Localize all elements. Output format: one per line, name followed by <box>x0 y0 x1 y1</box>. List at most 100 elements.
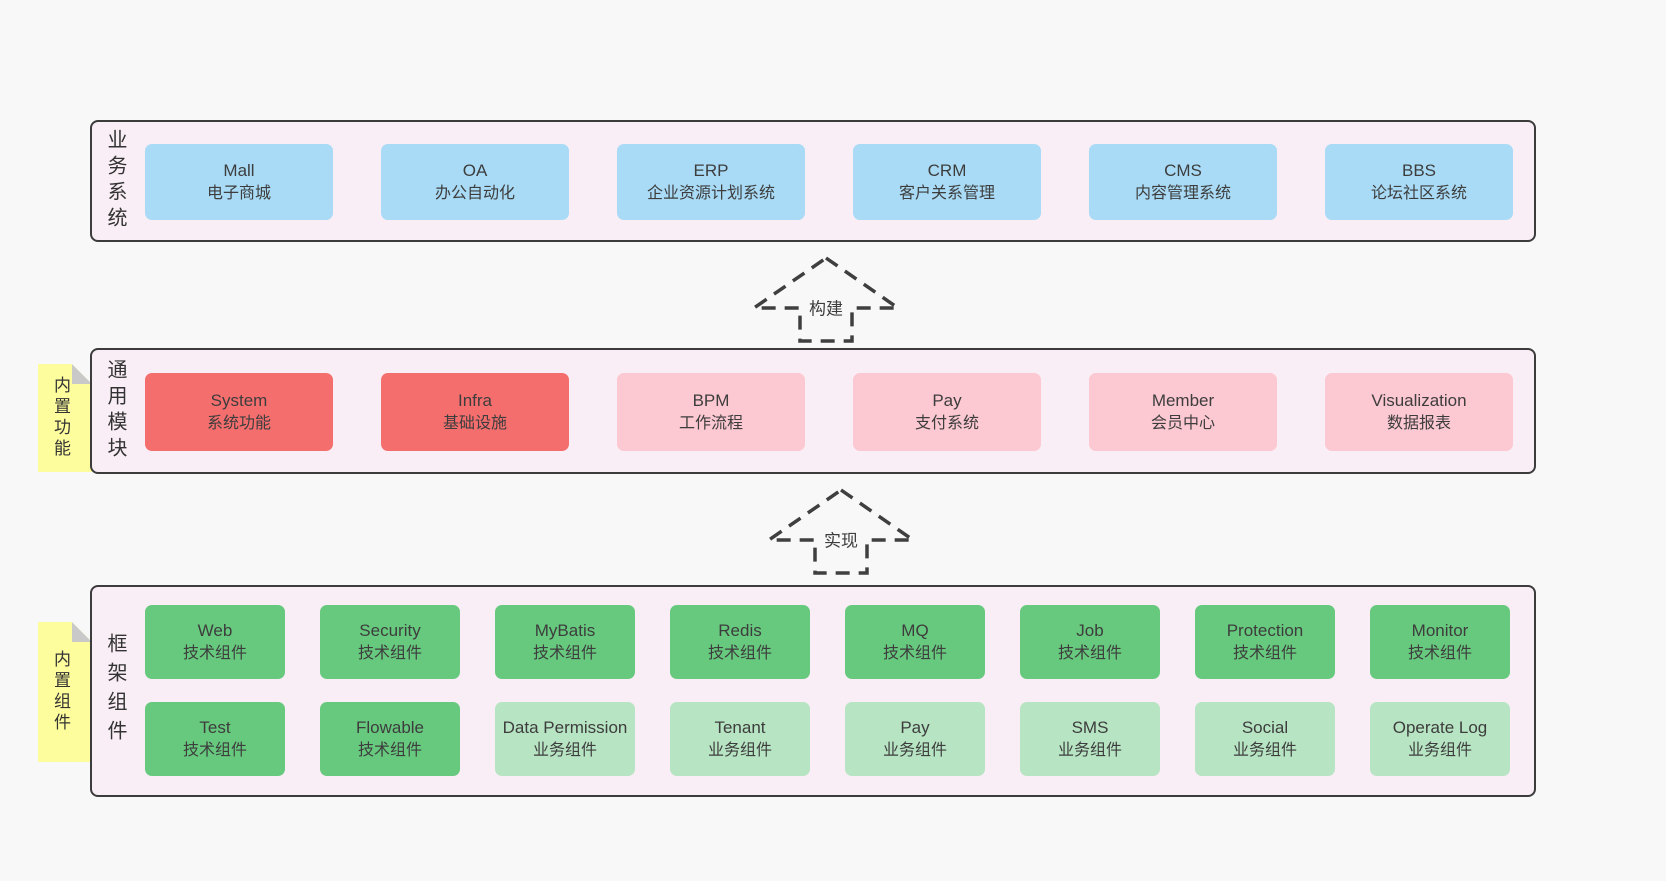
box-subtitle: 业务组件 <box>707 741 772 759</box>
box-title: Visualization <box>1371 391 1467 411</box>
box-title: BBS <box>1401 161 1437 181</box>
box-bpm: BPM 工作流程 <box>617 373 805 451</box>
box-cms: CMS 内容管理系统 <box>1089 144 1277 220</box>
box-title: Web <box>197 621 233 641</box>
box-oa: OA 办公自动化 <box>381 144 569 220</box>
note-text: 内置组件 <box>51 650 70 734</box>
box-subtitle: 业务组件 <box>1057 741 1122 759</box>
box-title: Pay <box>900 718 930 738</box>
framework-components-row-2: Test 技术组件 Flowable 技术组件 Data Permission … <box>145 702 1510 776</box>
box-mq: MQ 技术组件 <box>845 605 985 679</box>
box-subtitle: 技术组件 <box>882 644 947 662</box>
box-redis: Redis 技术组件 <box>670 605 810 679</box>
box-operate-log: Operate Log 业务组件 <box>1370 702 1510 776</box>
box-subtitle: 办公自动化 <box>434 184 515 202</box>
box-subtitle: 业务组件 <box>1232 741 1297 759</box>
box-title: Mall <box>223 161 255 181</box>
box-visualization: Visualization 数据报表 <box>1325 373 1513 451</box>
box-title: Job <box>1076 621 1104 641</box>
box-title: CRM <box>927 161 967 181</box>
box-subtitle: 电子商城 <box>206 184 271 202</box>
up-arrow-build-icon <box>748 255 904 343</box>
box-member: Member 会员中心 <box>1089 373 1277 451</box>
box-subtitle: 会员中心 <box>1150 414 1215 432</box>
box-title: BPM <box>692 391 730 411</box>
box-title: CMS <box>1164 161 1202 181</box>
box-mall: Mall 电子商城 <box>145 144 333 220</box>
box-subtitle: 数据报表 <box>1386 414 1451 432</box>
box-subtitle: 企业资源计划系统 <box>646 184 775 202</box>
note-fold-icon <box>72 364 92 384</box>
box-title: System <box>210 391 268 411</box>
box-job: Job 技术组件 <box>1020 605 1160 679</box>
box-security: Security 技术组件 <box>320 605 460 679</box>
layer-common-modules: 通用模块 System 系统功能 Infra 基础设施 BPM 工作流程 Pay… <box>90 348 1536 474</box>
layer-label-framework-components: 框架组件 <box>104 633 126 749</box>
box-title: Social <box>1241 718 1289 738</box>
box-flowable: Flowable 技术组件 <box>320 702 460 776</box>
arrow-label-implement: 实现 <box>822 523 860 555</box>
box-title: Data Permission <box>502 718 628 738</box>
box-erp: ERP 企业资源计划系统 <box>617 144 805 220</box>
box-subtitle: 内容管理系统 <box>1134 184 1231 202</box>
note-fold-icon <box>72 622 92 642</box>
box-subtitle: 客户关系管理 <box>898 184 995 202</box>
box-title: MQ <box>901 621 929 641</box>
box-subtitle: 系统功能 <box>206 414 271 432</box>
box-subtitle: 技术组件 <box>357 644 422 662</box>
note-builtin-components: 内置组件 <box>38 622 92 762</box>
arrow-label-build: 构建 <box>807 291 845 323</box>
box-title: Protection <box>1226 621 1304 641</box>
layer-label-business-systems: 业务系统 <box>104 129 126 233</box>
layer-business-systems: 业务系统 Mall 电子商城 OA 办公自动化 ERP 企业资源计划系统 CRM… <box>90 120 1536 242</box>
framework-components-row-1: Web 技术组件 Security 技术组件 MyBatis 技术组件 Redi… <box>145 605 1510 679</box>
box-pay-business: Pay 业务组件 <box>845 702 985 776</box>
note-text: 内置功能 <box>51 376 70 460</box>
box-mybatis: MyBatis 技术组件 <box>495 605 635 679</box>
box-subtitle: 工作流程 <box>678 414 743 432</box>
box-protection: Protection 技术组件 <box>1195 605 1335 679</box>
box-title: ERP <box>693 161 729 181</box>
box-title: Flowable <box>355 718 425 738</box>
box-web: Web 技术组件 <box>145 605 285 679</box>
box-subtitle: 支付系统 <box>914 414 979 432</box>
box-title: Infra <box>457 391 493 411</box>
note-builtin-features: 内置功能 <box>38 364 92 472</box>
box-title: Test <box>199 718 231 738</box>
box-monitor: Monitor 技术组件 <box>1370 605 1510 679</box>
layer-label-common-modules: 通用模块 <box>104 359 126 463</box>
box-system: System 系统功能 <box>145 373 333 451</box>
box-tenant: Tenant 业务组件 <box>670 702 810 776</box>
box-infra: Infra 基础设施 <box>381 373 569 451</box>
box-title: MyBatis <box>534 621 596 641</box>
box-subtitle: 基础设施 <box>442 414 507 432</box>
box-data-permission: Data Permission 业务组件 <box>495 702 635 776</box>
box-subtitle: 技术组件 <box>1057 644 1122 662</box>
business-systems-row: Mall 电子商城 OA 办公自动化 ERP 企业资源计划系统 CRM 客户关系… <box>145 144 1513 220</box>
box-title: SMS <box>1071 718 1109 738</box>
common-modules-row: System 系统功能 Infra 基础设施 BPM 工作流程 Pay 支付系统… <box>145 373 1513 451</box>
box-subtitle: 业务组件 <box>882 741 947 759</box>
box-subtitle: 论坛社区系统 <box>1370 184 1467 202</box>
box-subtitle: 技术组件 <box>532 644 597 662</box>
box-title: Pay <box>932 391 962 411</box>
box-pay: Pay 支付系统 <box>853 373 1041 451</box>
box-test: Test 技术组件 <box>145 702 285 776</box>
box-title: Member <box>1151 391 1215 411</box>
box-subtitle: 业务组件 <box>532 741 597 759</box>
box-bbs: BBS 论坛社区系统 <box>1325 144 1513 220</box>
box-subtitle: 业务组件 <box>1407 741 1472 759</box>
box-crm: CRM 客户关系管理 <box>853 144 1041 220</box>
box-title: Tenant <box>714 718 766 738</box>
box-subtitle: 技术组件 <box>182 741 247 759</box>
box-title: Operate Log <box>1392 718 1488 738</box>
box-subtitle: 技术组件 <box>357 741 422 759</box>
box-subtitle: 技术组件 <box>1407 644 1472 662</box>
box-title: Security <box>359 621 421 641</box>
layer-framework-components: 框架组件 Web 技术组件 Security 技术组件 MyBatis 技术组件… <box>90 585 1536 797</box>
box-subtitle: 技术组件 <box>707 644 772 662</box>
box-subtitle: 技术组件 <box>182 644 247 662</box>
box-title: Redis <box>718 621 762 641</box>
up-arrow-implement-icon <box>763 487 919 575</box>
